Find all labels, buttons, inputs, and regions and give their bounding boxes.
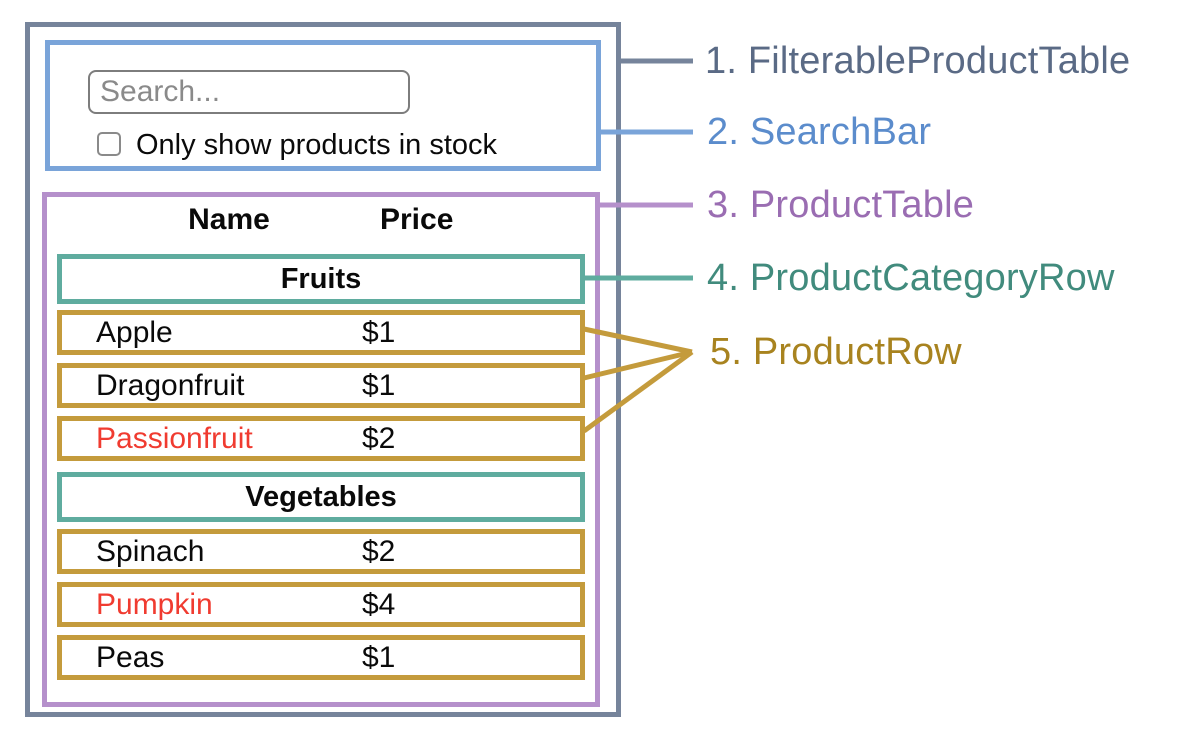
- legend-product-table: 3. ProductTable: [707, 183, 975, 226]
- legend-search-bar: 2. SearchBar: [707, 110, 932, 153]
- column-header-name: Name: [188, 203, 270, 236]
- product-price: $2: [362, 534, 396, 568]
- product-row-spinach: Spinach $2: [57, 529, 585, 574]
- product-row-apple: Apple $1: [57, 310, 585, 355]
- category-row-vegetables: Vegetables: [57, 472, 585, 522]
- legend-product-category-row: 4. ProductCategoryRow: [707, 256, 1115, 299]
- in-stock-checkbox[interactable]: [97, 132, 121, 156]
- product-name: Peas: [96, 640, 165, 674]
- search-input[interactable]: [88, 70, 410, 114]
- product-row-peas: Peas $1: [57, 635, 585, 680]
- product-row-passionfruit: Passionfruit $2: [57, 416, 585, 461]
- product-row-pumpkin: Pumpkin $4: [57, 582, 585, 627]
- product-price: $1: [362, 315, 396, 349]
- category-row-fruits: Fruits: [57, 254, 585, 304]
- product-name: Apple: [96, 315, 173, 349]
- column-header-price: Price: [380, 203, 454, 236]
- legend-filterable-product-table: 1. FilterableProductTable: [705, 39, 1131, 82]
- product-price: $1: [362, 368, 396, 402]
- product-name: Spinach: [96, 534, 205, 568]
- product-name: Pumpkin: [96, 587, 213, 621]
- product-price: $1: [362, 640, 396, 674]
- product-name: Dragonfruit: [96, 368, 245, 402]
- product-price: $4: [362, 587, 396, 621]
- in-stock-checkbox-label: Only show products in stock: [136, 129, 498, 161]
- category-label: Fruits: [280, 262, 362, 295]
- category-label: Vegetables: [245, 480, 397, 513]
- legend-product-row: 5. ProductRow: [710, 330, 962, 373]
- product-name: Passionfruit: [96, 421, 253, 455]
- product-row-dragonfruit: Dragonfruit $1: [57, 363, 585, 408]
- product-price: $2: [362, 421, 396, 455]
